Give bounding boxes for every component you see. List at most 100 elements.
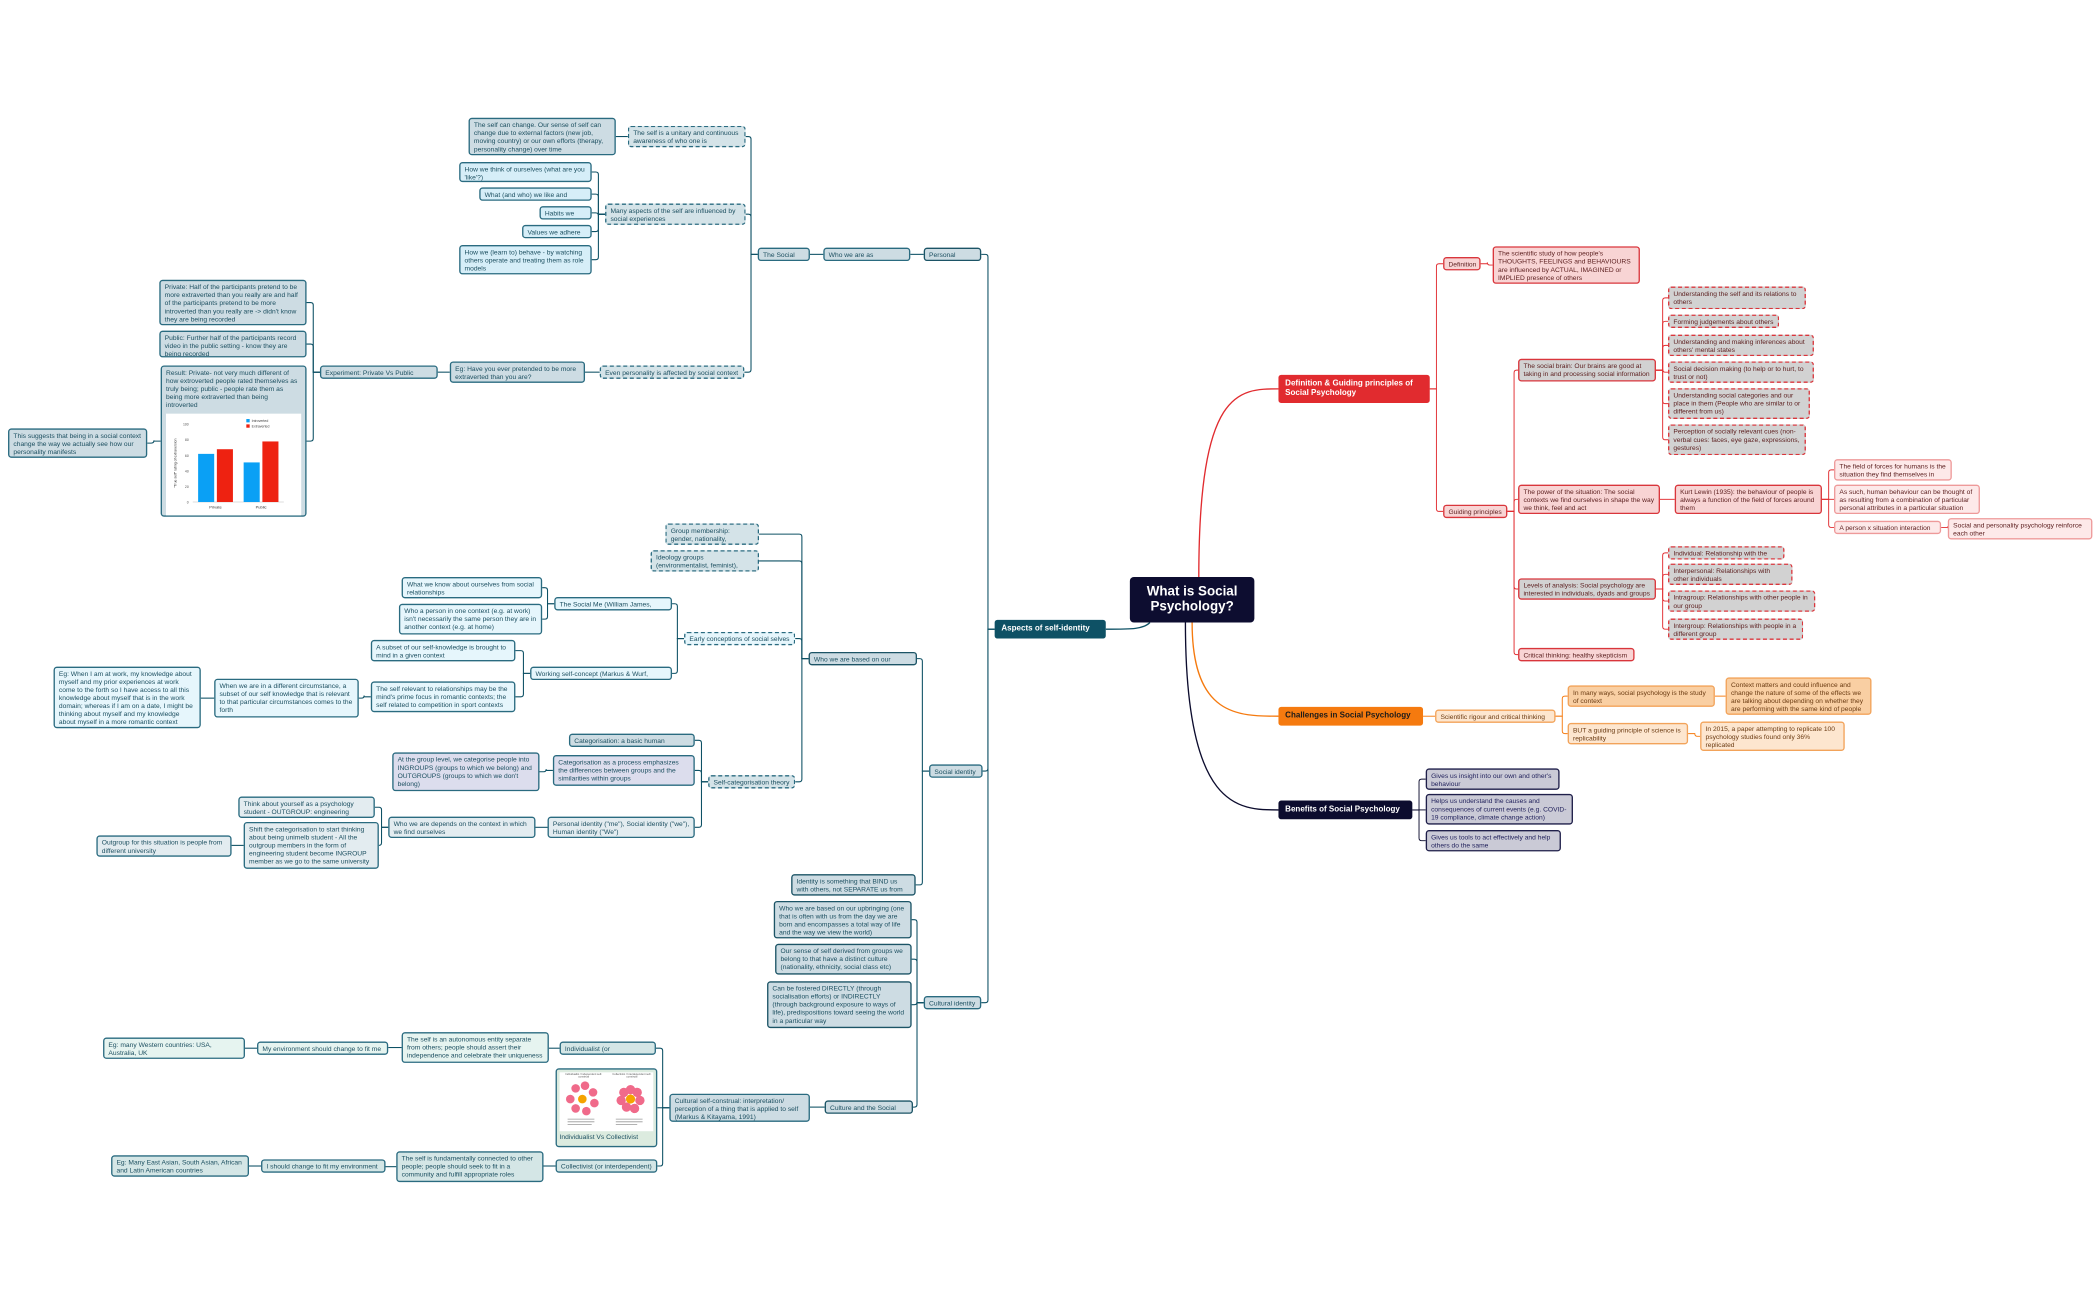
topic-as-such[interactable]: As such, human behaviour can be thought … [1834, 484, 1980, 515]
x-tick-label: Public [256, 505, 267, 510]
topic-like-dislike[interactable]: What (and who) we like and dislike [479, 187, 592, 201]
topic-categorisation-process[interactable]: Categorisation as a process emphasizes t… [552, 755, 695, 786]
topic-social-me[interactable]: The Social Me (William James, 1890) [554, 597, 673, 611]
topic-understanding-self[interactable]: Understanding the self and its relations… [1668, 286, 1806, 310]
topic-self-categorisation-theory[interactable]: Self-categorisation theory [708, 775, 796, 789]
topic-values[interactable]: Values we adhere to [522, 224, 592, 239]
topic-habits[interactable]: Habits we form [539, 206, 592, 220]
topic-individual[interactable]: Individual: Relationship with the self [1668, 546, 1785, 560]
topic-person-situation[interactable]: A person x situation interaction [1834, 520, 1942, 535]
topic-working-self-concept[interactable]: Working self-concept (Markus & Wurf, 198… [530, 666, 673, 681]
topic-sense-of-self[interactable]: Our sense of self derived from groups we… [775, 943, 912, 975]
topic-many-aspects-influenced[interactable]: Many aspects of the self are influenced … [605, 203, 746, 225]
topic-experiment[interactable]: Experiment: Private Vs Public setting [319, 365, 438, 379]
topic-self-relevant[interactable]: The self relevant to relationships may b… [370, 681, 516, 713]
topic-social-brain[interactable]: The social brain: Our brains are good at… [1518, 358, 1656, 382]
topic-result[interactable]: Result: Private- not very much different… [160, 365, 307, 517]
topic-early-conceptions[interactable]: Early conceptions of social selves [684, 631, 796, 646]
topic-scientific-rigour[interactable]: Scientific rigour and critical thinking [1435, 709, 1556, 723]
topic-field-of-forces[interactable]: The field of forces for humans is the si… [1834, 459, 1952, 481]
topic-i-change[interactable]: I should change to fit my environment [261, 1159, 386, 1173]
topic-collectivist[interactable]: Collectivist (or interdependent) [555, 1159, 658, 1173]
topic-replication-2015[interactable]: In 2015, a paper attempting to replicate… [1700, 721, 1845, 752]
topic-kurt-lewin[interactable]: Kurt Lewin (1935): the behaviour of peop… [1674, 484, 1822, 515]
connector-sb-sb3 [1655, 344, 1669, 371]
topic-social-identity[interactable]: Social identity [929, 764, 983, 778]
main-topic-benefits[interactable]: Benefits of Social Psychology [1278, 800, 1413, 820]
topic-eg-east-asian[interactable]: Eg: Many East Asian, South Asian, Africa… [111, 1155, 249, 1177]
topic-pretended-extraverted[interactable]: Eg: Have you ever pretended to be more e… [449, 361, 586, 383]
topic-power-of-situation[interactable]: The power of the situation: The social c… [1518, 484, 1660, 515]
topic-different-circumstance[interactable]: When we are in a different circumstance,… [214, 678, 359, 718]
topic-cultural-self-construal[interactable]: Cultural self-construal: interpretation/… [669, 1093, 810, 1122]
topic-replicability[interactable]: BUT a guiding principle of science is re… [1567, 722, 1689, 745]
topic-who-we-are-as-individuals[interactable]: Who we are as individuals [823, 247, 911, 262]
topic-suggests-social-context[interactable]: This suggests that being in a social con… [8, 428, 148, 458]
topic-identity-binds[interactable]: Identity is something that BIND us with … [791, 874, 916, 896]
topic-forming-judgements[interactable]: Forming judgements about others [1668, 314, 1780, 328]
topic-know-from-relationships[interactable]: What we know about ourselves from social… [401, 576, 543, 599]
topic-learn-to-behave[interactable]: How we (learn to) behave - by watching o… [459, 244, 592, 275]
topic-insight[interactable]: Gives us insight into our own and other'… [1425, 768, 1560, 790]
topic-levels-of-analysis[interactable]: Levels of analysis: Social psychology ar… [1518, 578, 1656, 600]
topic-culture-and-social-self[interactable]: Culture and the Social Self [824, 1100, 913, 1114]
topic-cultural-identity[interactable]: Cultural identity [923, 995, 982, 1010]
legend-swatch [246, 424, 250, 428]
topic-reinforce[interactable]: Social and personality psychology reinfo… [1947, 518, 2093, 540]
topic-outgroup-university[interactable]: Outgroup for this situation is people fr… [96, 835, 232, 857]
topic-critical-thinking[interactable]: Critical thinking: healthy skepticism [1518, 647, 1635, 662]
topic-tools[interactable]: Gives us tools to act effectively and he… [1425, 829, 1561, 852]
topic-definition[interactable]: Definition [1443, 257, 1481, 271]
topic-intergroup[interactable]: Intergroup: Relationships with people in… [1668, 618, 1804, 640]
topic-eg-western[interactable]: Eg: many Western countries: USA, Austral… [103, 1037, 245, 1059]
topic-self-unitary[interactable]: The self is a unitary and continuous awa… [627, 125, 746, 148]
topic-individualist[interactable]: Individualist (or independent) [559, 1041, 656, 1055]
topic-private[interactable]: Private: Half of the participants preten… [159, 279, 307, 326]
topic-the-social-self[interactable]: The Social self [757, 247, 810, 262]
topic-scientific-study[interactable]: The scientific study of how people's THO… [1492, 246, 1640, 284]
topic-decision-making[interactable]: Social decision making (to help or to hu… [1668, 361, 1814, 383]
connector-kl-pxs [1821, 498, 1835, 528]
central-topic[interactable]: What is Social Psychology? [1129, 576, 1255, 623]
topic-shift-categorisation[interactable]: Shift the categorisation to start thinki… [243, 821, 379, 869]
topic-categorisation-basic[interactable]: Categorisation: a basic human process [568, 733, 695, 747]
topic-how-we-think[interactable]: How we think of ourselves (what are you … [459, 161, 592, 183]
y-tick-label: 100 [183, 423, 189, 427]
topic-personal-identity[interactable]: Personal identity [923, 247, 982, 262]
topic-depends-context[interactable]: Who we are depends on the context in whi… [388, 816, 536, 839]
topic-upbringing[interactable]: Who we are based on our upbringing (one … [773, 900, 912, 939]
topic-context-matters[interactable]: Context matters and could influence and … [1725, 677, 1872, 715]
connector-sct-cp [694, 769, 709, 783]
topic-study-of-context[interactable]: In many ways, social psychology is the s… [1567, 685, 1715, 707]
topic-fostered[interactable]: Can be fostered DIRECTLY (through social… [767, 981, 912, 1029]
topic-guiding-principles[interactable]: Guiding principles [1443, 504, 1508, 519]
topic-even-personality[interactable]: Even personality is affected by social c… [599, 365, 745, 379]
topic-group-level[interactable]: At the group level, we categorise people… [392, 752, 540, 792]
main-topic-aspects-of-self-identity[interactable]: Aspects of self-identity [994, 619, 1106, 639]
topic-public[interactable]: Public: Further half of the participants… [159, 330, 307, 358]
topic-autonomous-self[interactable]: The self is an autonomous entity separat… [401, 1032, 549, 1063]
topic-connected-self[interactable]: The self is fundamentally connected to o… [396, 1151, 544, 1183]
topic-group-membership[interactable]: Group membership: gender, nationality, e… [665, 523, 760, 545]
topic-interpersonal[interactable]: Interpersonal: Relationships with other … [1668, 563, 1793, 586]
topic-environment-change-me[interactable]: My environment should change to fit me [257, 1041, 389, 1055]
topic-subset-knowledge[interactable]: A subset of our self-knowledge is brough… [370, 639, 516, 662]
topic-social-categories[interactable]: Understanding social categories and our … [1668, 388, 1810, 420]
topic-intragroup[interactable]: Intragroup: Relationships with other peo… [1668, 590, 1816, 612]
topic-based-on-groups[interactable]: Who we are based on our groups [808, 651, 918, 666]
topic-inferences[interactable]: Understanding and making inferences abou… [1668, 334, 1814, 357]
main-topic-challenges[interactable]: Challenges in Social Psychology [1278, 706, 1424, 726]
topic-ideology-groups[interactable]: Ideology groups (environmentalist, femin… [650, 550, 760, 572]
topic-individualist-vs-collectivist-image[interactable]: Individualist / Independent self-constru… [555, 1068, 658, 1148]
self-construal-diagram: Individualist / Independent self-constru… [559, 1072, 654, 1132]
topic-causes-consequences[interactable]: Helps us understand the causes and conse… [1425, 793, 1573, 825]
connector-ss-su [745, 136, 758, 255]
topic-relevant-cues[interactable]: Perception of socially relevant cues (no… [1668, 424, 1806, 456]
topic-eg-work[interactable]: Eg: When I am at work, my knowledge abou… [53, 666, 201, 729]
topic-psychology-student[interactable]: Think about yourself as a psychology stu… [238, 796, 375, 818]
topic-self-can-change[interactable]: The self can change. Our sense of self c… [468, 117, 616, 156]
topic-person-one-context[interactable]: Who a person in one context (e.g. at wor… [398, 603, 543, 635]
topic-identity-levels[interactable]: Personal identity ("me"), Social identit… [547, 816, 695, 839]
connector-sb-sb4 [1655, 369, 1669, 373]
main-topic-definition-guiding-principles[interactable]: Definition & Guiding principles of Socia… [1278, 374, 1430, 403]
